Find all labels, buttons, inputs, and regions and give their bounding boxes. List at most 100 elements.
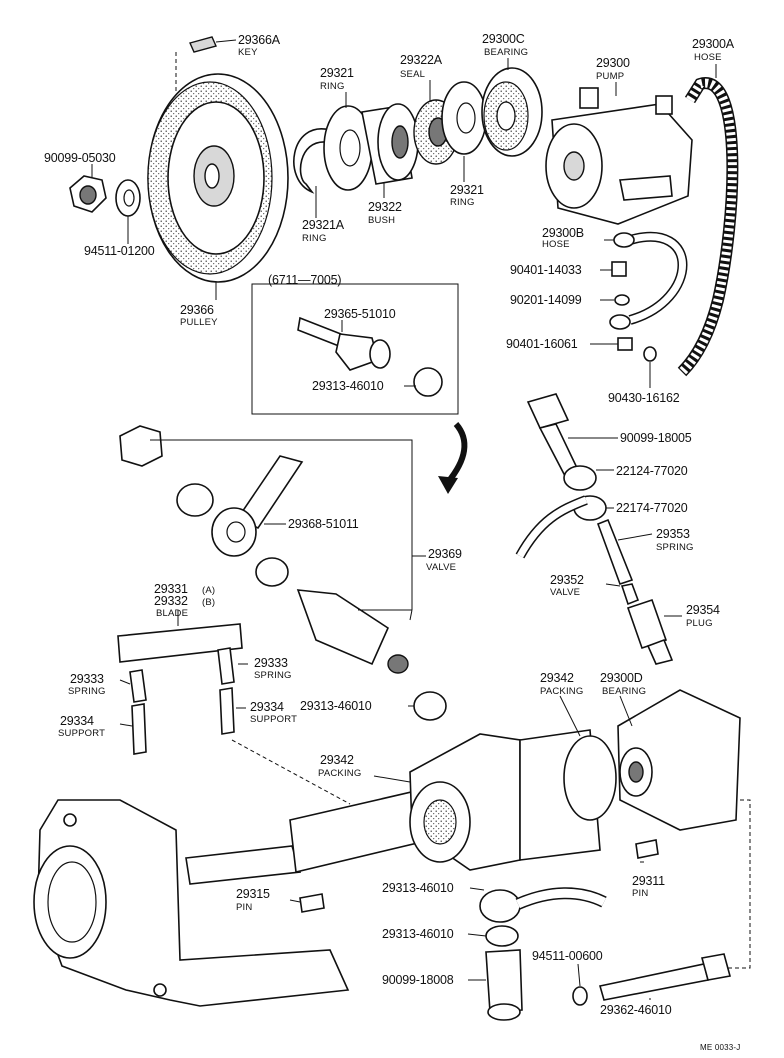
- shaft-part: [185, 789, 431, 885]
- callout-nut-number: 90099-05030: [44, 151, 116, 165]
- callout-bush-number: 29322: [368, 200, 402, 214]
- callout-ring-a-number: 29321A: [302, 218, 345, 232]
- callout-spring-l-name: SPRING: [68, 686, 106, 697]
- washer3-part: [643, 346, 657, 362]
- long-bolt-part: [598, 953, 732, 1001]
- union2-part: [211, 455, 304, 557]
- callout-key-name: KEY: [238, 47, 258, 58]
- callout-key-number: 29366A: [238, 33, 281, 47]
- callout-ring-a-name: RING: [302, 233, 327, 244]
- callout-hose-a-number: 29300A: [692, 37, 735, 51]
- gasket-valve-part: [255, 557, 289, 587]
- callout-bolt1-number: 90401-14033: [510, 263, 582, 277]
- valve-part: [296, 589, 409, 674]
- callout-spring-l-number: 29333: [70, 672, 104, 686]
- callout-valve2-name: VALVE: [550, 587, 580, 598]
- callout-pulley-number: 29366: [180, 303, 214, 317]
- gasket4-part: [485, 925, 519, 947]
- blade-part: [117, 623, 243, 663]
- inset-frame: [251, 283, 459, 415]
- callout-union-number: 29365-51010: [324, 307, 396, 321]
- callout-packing1-name: PACKING: [318, 768, 361, 779]
- banjo-part: [479, 887, 607, 923]
- callout-spring-r-name: SPRING: [254, 670, 292, 681]
- callout-pump-number: 29300: [596, 56, 630, 70]
- valve-bracket-line: [150, 439, 413, 610]
- callout-bearing-d-number: 29300D: [600, 671, 643, 685]
- valve-bracket-line-2: [358, 609, 413, 621]
- bush-part: [361, 103, 419, 185]
- callout-gasket2-number: 29313-46010: [300, 699, 372, 713]
- key-part: [189, 36, 217, 53]
- callout-plug-number: 29354: [686, 603, 720, 617]
- ring1-part: [323, 105, 373, 191]
- hose-a-part: [677, 77, 739, 377]
- callout-blade-name: BLADE: [156, 608, 188, 619]
- valve2-part: [620, 583, 640, 606]
- gasket2-part: [413, 691, 447, 721]
- callout-hose-b-name: HOSE: [542, 239, 570, 250]
- callout-long-bolt-number: 29362-46010: [600, 1003, 672, 1017]
- callout-valve2-number: 29352: [550, 573, 584, 587]
- hose-b-part: [609, 231, 688, 330]
- union-bolt-part: [526, 393, 580, 475]
- ring-a-part: [293, 128, 332, 194]
- callout-blade-variant-2: (B): [202, 597, 215, 608]
- callout-bush-name: BUSH: [368, 215, 395, 226]
- gasket1-part: [413, 367, 443, 397]
- callout-union-bolt2-number: 90099-18008: [382, 973, 454, 987]
- ring2-part: [441, 81, 487, 155]
- callout-gasket3-number: 29313-46010: [382, 881, 454, 895]
- pump-part: [545, 87, 693, 225]
- support-r-part: [219, 687, 235, 735]
- callout-union-bolt-number: 90099-18005: [620, 431, 692, 445]
- callout-blade-number: 29331: [154, 582, 188, 596]
- callout-pin2-number: 29311: [632, 874, 665, 888]
- callout-plug-name: PLUG: [686, 618, 713, 629]
- part-drawings: [33, 36, 751, 1021]
- callout-bearing-d-name: BEARING: [602, 686, 646, 697]
- washer4-part: [572, 986, 588, 1006]
- cap-nut-part: [119, 425, 163, 467]
- callout-union2-number: 29368-51011: [288, 517, 359, 531]
- callout-bolt2-number: 90401-16061: [506, 337, 578, 351]
- callout-gasket-b-number: 22174-77020: [616, 501, 688, 515]
- support-leader-dash: [231, 739, 351, 805]
- packing2-part: [563, 735, 617, 821]
- callout-washer3-number: 90430-16162: [608, 391, 680, 405]
- leader-lines: [91, 39, 717, 1000]
- callout-hose-b-number: 29300B: [542, 226, 584, 240]
- callout-valve-number: 29369: [428, 547, 462, 561]
- callout-valve-name: VALVE: [426, 562, 456, 573]
- callout-seal-number: 29322A: [400, 53, 443, 67]
- callout-pump-name: PUMP: [596, 71, 624, 82]
- gasket-left-part: [176, 483, 214, 517]
- washer2-part: [614, 294, 630, 306]
- gasket-a-part: [563, 465, 597, 491]
- callout-spring1-name: SPRING: [656, 542, 694, 553]
- bolt2-part: [617, 337, 633, 351]
- callout-support-r-number: 29334: [250, 700, 284, 714]
- pulley-part: [147, 73, 289, 283]
- pin2-part: [635, 839, 659, 859]
- plug-part: [626, 598, 674, 665]
- callout-spring-r-number: 29333: [254, 656, 288, 670]
- callout-hose-a-name: HOSE: [694, 52, 722, 63]
- callout-packing1-number: 29342: [320, 753, 354, 767]
- callout-blade-variant: (A): [202, 585, 215, 596]
- union-bolt2-part: [485, 949, 523, 1021]
- callout-support-l-number: 29334: [60, 714, 94, 728]
- bolt1-part: [611, 261, 627, 277]
- callout-bearing-c-number: 29300C: [482, 32, 525, 46]
- callout-packing2-name: PACKING: [540, 686, 583, 697]
- bearing-c-part: [481, 67, 543, 157]
- callout-blade-number-2: 29332: [154, 594, 188, 608]
- pin1-part: [299, 893, 325, 913]
- callout-support-l-name: SUPPORT: [58, 728, 105, 739]
- inset-arrow-head: [438, 476, 458, 494]
- callout-pin1-name: PIN: [236, 902, 252, 913]
- callout-gasket4-number: 29313-46010: [382, 927, 454, 941]
- footer-code: ME 0033-J: [700, 1043, 740, 1052]
- callout-ring2-number: 29321: [450, 183, 484, 197]
